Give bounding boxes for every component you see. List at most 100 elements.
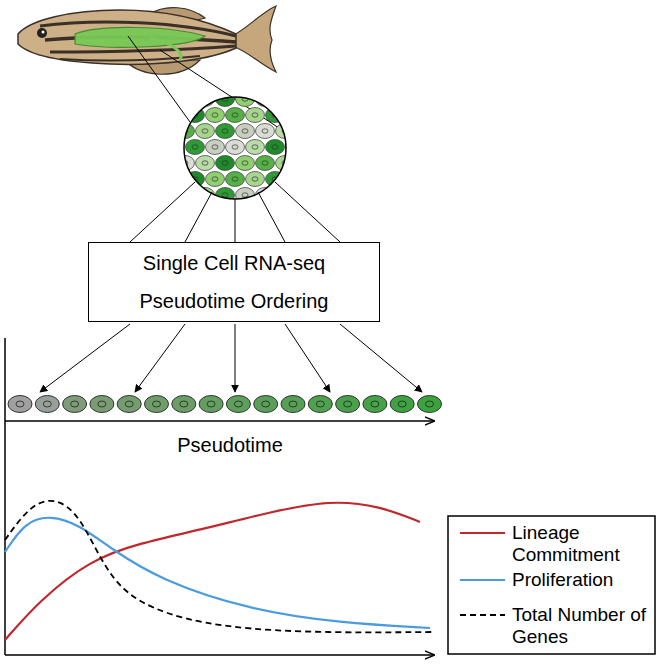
drawing-ellipse xyxy=(262,129,268,133)
drawing-ellipse xyxy=(363,396,387,413)
drawing-ellipse xyxy=(176,92,195,107)
drawing-ellipse xyxy=(71,401,79,407)
drawing-ellipse xyxy=(226,140,245,155)
drawing-ellipse xyxy=(286,140,305,155)
drawing-line xyxy=(185,192,212,242)
drawing-ellipse xyxy=(262,97,268,101)
drawing-line xyxy=(340,324,422,392)
drawing-ellipse xyxy=(226,108,245,123)
legend-text: Proliferation xyxy=(512,569,652,591)
drawing-ellipse xyxy=(186,140,205,155)
drawing-ellipse xyxy=(344,401,352,407)
drawing-ellipse xyxy=(98,401,106,407)
drawing-ellipse xyxy=(212,145,218,149)
drawing-line xyxy=(130,182,195,242)
drawing-ellipse xyxy=(286,172,305,187)
zoom-circle xyxy=(184,97,286,199)
drawing-ellipse xyxy=(282,97,288,101)
drawing-ellipse xyxy=(256,92,275,107)
legend-entry: Total Number of Genes xyxy=(512,604,652,648)
zebrafish-illustration xyxy=(18,6,276,74)
drawing-ellipse xyxy=(212,113,218,117)
process-box: Single Cell RNA-seqPseudotime Ordering xyxy=(88,242,380,322)
zoom-line xyxy=(128,36,190,122)
drawing-ellipse xyxy=(206,140,225,155)
drawing-ellipse xyxy=(286,108,305,123)
drawing-ellipse xyxy=(242,193,248,197)
drawing-line xyxy=(285,324,330,392)
drawing-line xyxy=(40,324,130,392)
drawing-ellipse xyxy=(207,401,215,407)
fan-lines xyxy=(130,182,340,242)
y-axis xyxy=(4,338,6,655)
zoom-line xyxy=(160,50,282,130)
drawing-ellipse xyxy=(216,124,235,139)
drawing-line xyxy=(235,324,236,392)
drawing-ellipse xyxy=(234,401,242,407)
drawing-ellipse xyxy=(125,401,133,407)
drawing-ellipse xyxy=(206,108,225,123)
legend-text: Lineage Commitment xyxy=(512,522,652,566)
x-axis xyxy=(5,654,434,656)
drawing-ellipse xyxy=(371,401,379,407)
drawing-ellipse xyxy=(202,97,208,101)
drawing-ellipse xyxy=(172,396,196,413)
drawing-path xyxy=(75,27,205,47)
legend-entry: Proliferation xyxy=(512,569,652,591)
legend-entry: Lineage Commitment xyxy=(512,522,652,566)
drawing-ellipse xyxy=(196,124,215,139)
drawing-ellipse xyxy=(272,145,278,149)
drawing-line xyxy=(235,199,236,242)
drawing-ellipse xyxy=(192,145,198,149)
cell-zoom xyxy=(176,92,305,203)
drawing-ellipse xyxy=(206,172,225,187)
drawing-ellipse xyxy=(292,145,298,149)
lineage-curve xyxy=(5,503,420,640)
drawing-ellipse xyxy=(216,156,235,171)
drawing-ellipse xyxy=(35,396,59,413)
drawing-ellipse xyxy=(202,161,208,165)
drawing-ellipse xyxy=(226,172,245,187)
drawing-ellipse xyxy=(153,401,161,407)
drawing-ellipse xyxy=(222,161,228,165)
proliferation-curve xyxy=(5,518,430,628)
drawing-ellipse xyxy=(246,172,265,187)
drawing-ellipse xyxy=(276,188,295,203)
legend-text: Total Number of Genes xyxy=(512,604,652,648)
drawing-circle xyxy=(42,31,45,34)
drawing-ellipse xyxy=(262,401,270,407)
drawing-ellipse xyxy=(232,145,238,149)
drawing-ellipse xyxy=(256,156,275,171)
curves xyxy=(5,501,432,640)
drawing-ellipse xyxy=(236,124,255,139)
drawing-ellipse xyxy=(222,193,228,197)
drawing-ellipse xyxy=(212,177,218,181)
drawing-ellipse xyxy=(276,92,295,107)
box-text: Pseudotime Ordering xyxy=(103,289,365,313)
drawing-ellipse xyxy=(180,401,188,407)
drawing-ellipse xyxy=(289,401,297,407)
legend-sample xyxy=(460,614,505,616)
drawing-ellipse xyxy=(256,124,275,139)
drawing-ellipse xyxy=(281,396,305,413)
cell-row xyxy=(8,396,442,413)
legend-sample xyxy=(460,532,505,534)
drawing-ellipse xyxy=(16,401,24,407)
drawing-ellipse xyxy=(216,92,235,107)
drawing-ellipse xyxy=(254,396,278,413)
drawing-ellipse xyxy=(398,401,406,407)
drawing-ellipse xyxy=(292,113,298,117)
drawing-ellipse xyxy=(418,396,442,413)
drawing-ellipse xyxy=(426,401,434,407)
drawing-ellipse xyxy=(226,396,250,413)
drawing-ellipse xyxy=(232,113,238,117)
legend-sample xyxy=(460,579,505,581)
drawing-ellipse xyxy=(236,92,255,107)
drawing-ellipse xyxy=(202,193,208,197)
drawing-ellipse xyxy=(246,140,265,155)
pseudotime-axis xyxy=(5,420,434,422)
drawing-ellipse xyxy=(252,145,258,149)
drawing-ellipse xyxy=(262,161,268,165)
drawing-ellipse xyxy=(199,396,223,413)
drawing-ellipse xyxy=(236,188,255,203)
